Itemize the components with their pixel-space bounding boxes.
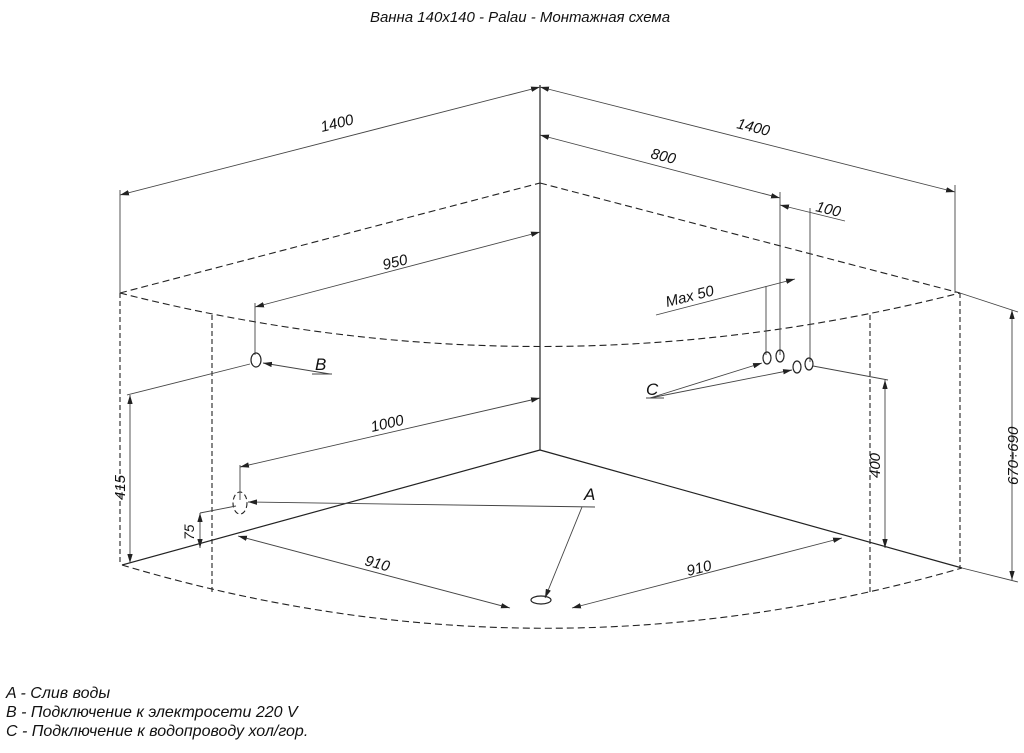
legend-item-a: A - Слив воды [6, 685, 111, 702]
dimension-910-left: 910 [237, 535, 511, 609]
diagram-title: Ванна 140x140 - Palau - Монтажная схема [370, 9, 670, 26]
svg-text:415: 415 [112, 474, 129, 500]
legend-item-c: C - Подключение к водопроводу хол/гор. [6, 723, 309, 740]
dimension-100: 100 [779, 198, 846, 362]
dimension-415: 415 [112, 363, 251, 563]
dimension-75: 75 [181, 505, 237, 548]
svg-text:100: 100 [814, 198, 843, 221]
svg-text:400: 400 [867, 452, 884, 478]
svg-text:670÷690: 670÷690 [1005, 426, 1022, 485]
dimension-800: 800 [539, 134, 781, 355]
electric-connection-b: B [250, 352, 332, 375]
label-c: C [646, 380, 659, 399]
label-b: B [315, 355, 326, 374]
dimension-height: 670÷690 [959, 292, 1022, 583]
legend-item-b: B - Подключение к электросети 220 V [6, 704, 298, 721]
dimension-400: 400 [812, 365, 889, 548]
legend: A - Слив воды B - Подключение к электрос… [6, 684, 308, 741]
svg-text:1400: 1400 [319, 111, 356, 136]
dimension-width-right: 1400 [539, 86, 956, 293]
dimension-1000: 1000 [239, 397, 541, 500]
svg-text:800: 800 [649, 145, 678, 168]
drain-a: A [232, 485, 595, 605]
dimension-950: 950 [254, 231, 541, 355]
tub-outline [119, 85, 963, 629]
water-connection-c: C [646, 349, 814, 399]
svg-text:950: 950 [381, 251, 410, 274]
svg-text:1400: 1400 [735, 115, 772, 140]
svg-text:910: 910 [363, 552, 392, 575]
svg-text:910: 910 [685, 557, 714, 580]
svg-text:75: 75 [181, 524, 197, 540]
dimension-910-right: 910 [571, 537, 843, 609]
label-a: A [583, 485, 595, 504]
svg-text:1000: 1000 [369, 412, 406, 436]
dimension-max50: Max 50 [655, 278, 796, 355]
dimension-width-left: 1400 [119, 86, 541, 293]
